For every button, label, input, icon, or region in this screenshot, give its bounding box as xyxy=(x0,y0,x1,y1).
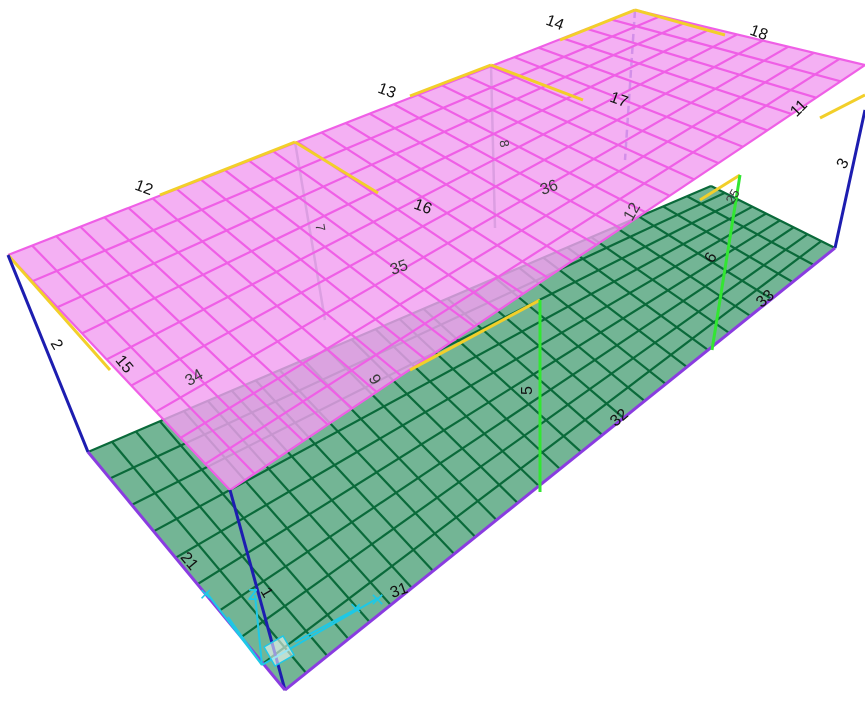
mesh-line xyxy=(196,219,781,586)
label-34[interactable]: 34 xyxy=(182,366,206,390)
label-2[interactable]: 2 xyxy=(47,337,66,353)
roof-beam-mid[interactable] xyxy=(699,173,741,202)
axis-z-line xyxy=(254,594,263,666)
axis-x-marker-a: ✕ xyxy=(370,590,385,610)
mesh-line xyxy=(610,18,841,83)
mesh-line xyxy=(542,256,688,368)
axis-z-label: Z xyxy=(248,587,258,604)
mesh-line xyxy=(135,430,329,657)
label-17[interactable]: 17 xyxy=(608,89,631,111)
mesh-line xyxy=(441,84,671,197)
mesh-line xyxy=(155,45,789,413)
mesh-line xyxy=(31,244,256,475)
mesh-line xyxy=(106,33,738,361)
mesh-line xyxy=(262,240,822,665)
mesh-line xyxy=(200,178,427,361)
label-5[interactable]: 5 xyxy=(519,386,536,395)
mesh-line xyxy=(204,57,841,465)
floor-edge-front[interactable] xyxy=(284,246,836,692)
mesh-line xyxy=(590,236,730,334)
label-3[interactable]: 3 xyxy=(834,156,853,172)
column-3[interactable] xyxy=(833,109,865,249)
label-14[interactable]: 14 xyxy=(544,12,567,34)
mesh-line xyxy=(159,420,350,640)
mesh-line xyxy=(7,8,636,257)
mesh-line xyxy=(320,131,549,279)
axis-y-line-2 xyxy=(227,616,263,666)
floor-slab[interactable] xyxy=(88,186,835,690)
label-12b[interactable]: 12 xyxy=(621,200,645,224)
axis-x-line-2 xyxy=(294,606,361,643)
label-12[interactable]: 12 xyxy=(133,177,156,199)
roof-beam-14[interactable] xyxy=(559,8,636,42)
roof-beam-17[interactable] xyxy=(490,63,584,102)
label-25[interactable]: 25 xyxy=(722,186,742,206)
roof-beam-12[interactable] xyxy=(159,140,296,197)
mesh-line xyxy=(151,197,378,393)
label-35[interactable]: 35 xyxy=(388,257,411,279)
mesh-line xyxy=(514,56,744,148)
mesh-line xyxy=(272,150,500,312)
mesh-line xyxy=(240,233,809,639)
mesh-line xyxy=(229,64,865,491)
roof-beam-18[interactable] xyxy=(634,8,726,37)
mesh-line xyxy=(710,185,836,249)
label-13[interactable]: 13 xyxy=(376,80,399,102)
label-31[interactable]: 31 xyxy=(388,580,411,602)
mesh-line xyxy=(465,74,695,181)
mesh-line xyxy=(489,65,719,165)
label-18[interactable]: 18 xyxy=(748,22,771,44)
mesh-line xyxy=(566,246,709,351)
roof-beam-front[interactable] xyxy=(409,298,541,372)
mesh-line xyxy=(81,27,713,335)
mesh-line xyxy=(614,226,751,317)
mesh-line xyxy=(55,235,280,459)
roof-mesh-grid xyxy=(7,8,865,491)
mesh-line xyxy=(586,27,817,99)
mesh-line xyxy=(127,207,353,410)
roof-beam-15[interactable] xyxy=(6,254,112,371)
axis-triad: ✕ ✕ ✕ Z xyxy=(199,587,385,668)
label-8[interactable]: 8 xyxy=(496,139,512,149)
mesh-line xyxy=(538,46,768,132)
mesh-line xyxy=(638,215,773,300)
axis-x-marker-b: ✕ xyxy=(349,601,362,618)
mesh-line xyxy=(130,39,764,387)
mesh-line xyxy=(103,216,329,426)
mesh-line xyxy=(111,441,307,674)
label-7[interactable]: 7 xyxy=(312,223,328,233)
mesh-line xyxy=(32,15,661,283)
mesh-line xyxy=(180,51,815,439)
column-2[interactable] xyxy=(6,254,90,453)
mesh-line xyxy=(393,103,622,230)
mesh-line xyxy=(7,254,231,491)
roof-beam-right[interactable] xyxy=(819,93,865,120)
axis-y-marker: ✕ xyxy=(199,587,212,604)
roof-beam-16[interactable] xyxy=(294,140,379,195)
axis-origin-box xyxy=(262,634,296,668)
mesh-line xyxy=(175,212,767,559)
mesh-line xyxy=(56,21,687,309)
mesh-line xyxy=(218,226,795,612)
mesh-line xyxy=(176,188,402,377)
mesh-line xyxy=(518,266,667,385)
mesh-line xyxy=(248,159,475,328)
column-6[interactable] xyxy=(710,174,742,351)
mesh-line xyxy=(153,205,753,533)
mesh-line xyxy=(417,93,646,214)
mesh-line xyxy=(345,122,573,263)
mesh-line xyxy=(369,112,597,246)
mesh-line xyxy=(224,169,451,344)
mesh-line xyxy=(686,195,815,266)
mesh-line xyxy=(494,277,646,402)
roof-beam-13[interactable] xyxy=(409,63,492,98)
mesh-line xyxy=(79,225,305,442)
label-16[interactable]: 16 xyxy=(412,196,435,218)
mesh-line xyxy=(562,37,793,116)
label-36[interactable]: 36 xyxy=(538,177,561,199)
